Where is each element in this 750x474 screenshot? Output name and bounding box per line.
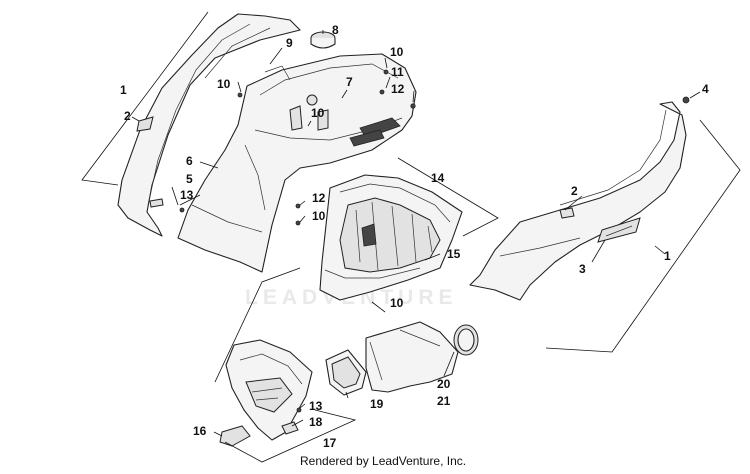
callout-14: 14: [431, 171, 445, 185]
callout-20: 20: [437, 377, 451, 391]
callout-labels: 1 2 8 9 10 7 11 12 10 10 4 6 5 13 12 10 …: [120, 23, 709, 450]
storage-bin: [319, 174, 463, 301]
callout-frame-grille: [213, 267, 357, 463]
right-side-panel: [469, 101, 687, 301]
callout-9: 9: [286, 36, 293, 50]
callout-1-left: 1: [120, 83, 127, 97]
callout-18: 18: [309, 415, 323, 429]
callout-6: 6: [186, 154, 193, 168]
callout-frame-right: [545, 91, 741, 353]
left-side-panel: [117, 13, 301, 237]
callout-10-lower: 10: [390, 296, 404, 310]
callout-3: 3: [579, 262, 586, 276]
callout-7: 7: [346, 75, 353, 89]
callout-8: 8: [332, 23, 339, 37]
leader-lines-center: [171, 30, 415, 223]
lower-grille: [219, 339, 313, 447]
callout-2-left: 2: [124, 109, 131, 123]
callout-15: 15: [447, 247, 461, 261]
callout-4: 4: [702, 82, 709, 96]
callout-21: 21: [437, 394, 451, 408]
gauge-cap: [310, 31, 336, 49]
air-duct: [325, 321, 479, 396]
callout-13-left: 13: [180, 188, 194, 202]
callout-19: 19: [370, 397, 384, 411]
footer-credit: Rendered by LeadVenture, Inc.: [300, 454, 466, 468]
callout-11: 11: [391, 65, 404, 79]
callout-10-top-left: 10: [217, 77, 231, 91]
fasteners: [179, 69, 690, 226]
callout-10-top-right: 10: [390, 45, 404, 59]
callout-frame-bin: [397, 157, 499, 261]
callout-12-mid: 12: [312, 191, 326, 205]
callout-17: 17: [323, 436, 337, 450]
callout-12-top: 12: [391, 82, 405, 96]
callout-16: 16: [193, 424, 207, 438]
callout-10-center: 10: [311, 106, 325, 120]
callout-2-right: 2: [571, 184, 578, 198]
callout-13-lower: 13: [309, 399, 323, 413]
front-fender: [177, 53, 417, 273]
callout-5: 5: [186, 172, 193, 186]
leader-lines-duct: [345, 301, 455, 399]
callout-frame-left: [81, 11, 209, 186]
callout-10-mid: 10: [312, 209, 326, 223]
callout-1-right: 1: [664, 249, 671, 263]
